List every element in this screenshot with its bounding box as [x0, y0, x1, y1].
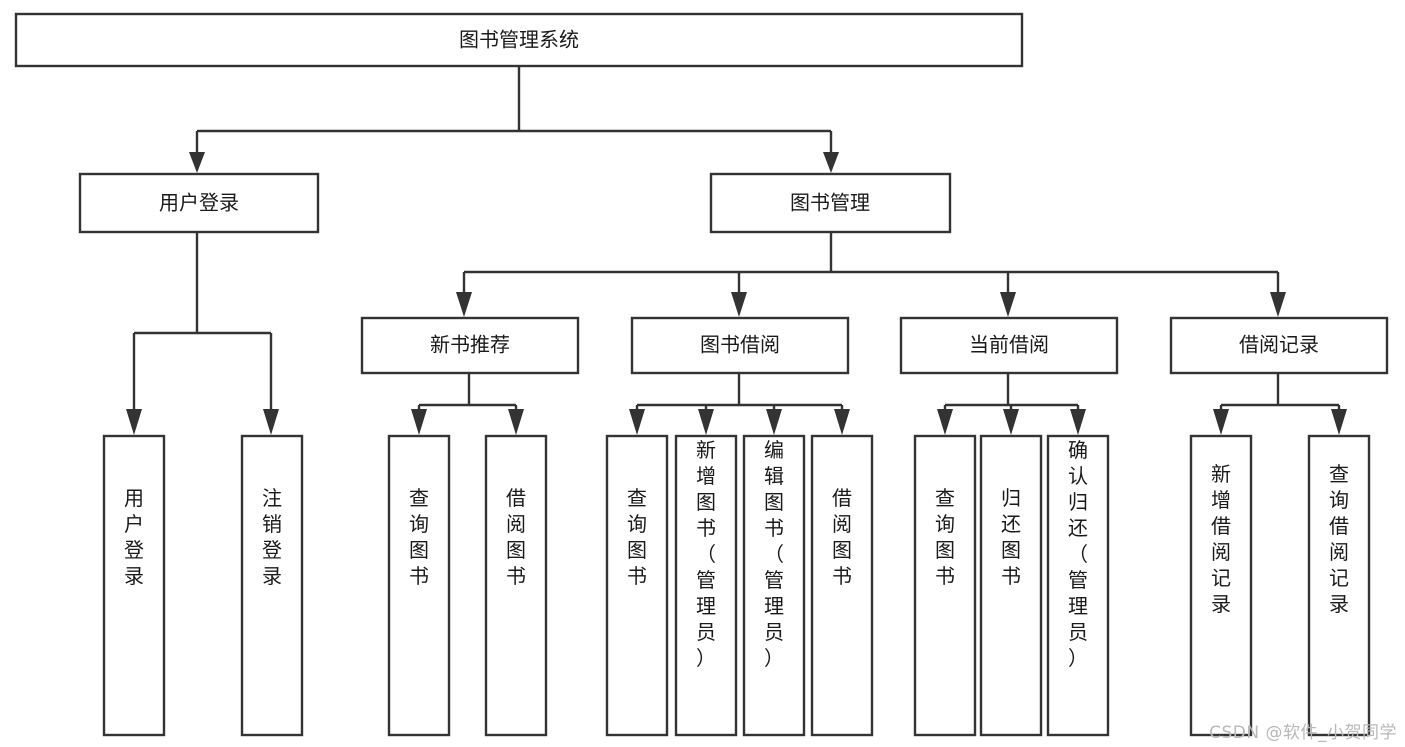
arrow-br-add-record	[1213, 409, 1229, 435]
node-book-borrow-label: 图书借阅	[700, 333, 780, 357]
leaf-bb-query-book-label: 查询图书	[627, 486, 647, 588]
node-user-login[interactable]: 用户登录	[78, 172, 320, 234]
arrow-br-query-record	[1331, 409, 1347, 435]
leaf-logout-login-label: 注销登录	[262, 486, 282, 588]
node-user-login-box[interactable]	[78, 172, 320, 234]
arrow-cb-query-book	[937, 409, 953, 435]
leaf-user-login-box[interactable]	[102, 434, 166, 737]
node-borrow-record-box[interactable]	[1169, 316, 1389, 375]
leaf-br-query-record-box[interactable]	[1307, 434, 1371, 737]
arrow-bb-add-book	[698, 409, 714, 435]
leaf-bb-add-book-box[interactable]	[674, 434, 738, 737]
leaf-bb-edit-book-label: 编辑图书（管理员）	[764, 438, 784, 670]
node-root-box[interactable]	[14, 12, 1024, 68]
node-root-label: 图书管理系统	[459, 28, 579, 52]
leaf-user-login-label: 用户登录	[124, 486, 144, 588]
arrow-bb-borrow-book	[834, 409, 850, 435]
arrow-to-user-login	[189, 152, 205, 173]
node-book-borrow-box[interactable]	[630, 316, 850, 375]
leaf-nb-query-book-box[interactable]	[387, 434, 451, 737]
arrow-to-user-login-leaf	[126, 409, 142, 435]
arrow-bb-edit-book	[766, 409, 782, 435]
leaf-bb-borrow-book[interactable]: 借阅图书	[810, 434, 874, 737]
node-borrow-record[interactable]: 借阅记录	[1169, 316, 1389, 375]
leaf-bb-add-book[interactable]: 新增图书（管理员）	[674, 434, 738, 737]
node-book-management[interactable]: 图书管理	[709, 172, 952, 234]
leaf-nb-query-book-label: 查询图书	[409, 486, 429, 588]
leaf-cb-confirm-return-box[interactable]	[1046, 434, 1110, 737]
leaf-nb-query-book[interactable]: 查询图书	[387, 434, 451, 737]
node-book-management-box[interactable]	[709, 172, 952, 234]
leaf-bb-query-book[interactable]: 查询图书	[605, 434, 669, 737]
arrow-to-logout-leaf	[263, 409, 279, 435]
leaf-cb-return-book[interactable]: 归还图书	[979, 434, 1043, 737]
node-new-book-recommend-box[interactable]	[360, 316, 580, 375]
csdn-watermark: CSDN @软件_小贺同学	[1209, 723, 1397, 743]
leaf-nb-borrow-book[interactable]: 借阅图书	[484, 434, 548, 737]
leaf-nb-borrow-book-box[interactable]	[484, 434, 548, 737]
node-book-borrow[interactable]: 图书借阅	[630, 316, 850, 375]
node-new-book-recommend-label: 新书推荐	[430, 333, 510, 357]
leaf-br-add-record[interactable]: 新增借阅记录	[1189, 434, 1253, 737]
node-user-login-label: 用户登录	[159, 191, 239, 215]
leaf-cb-query-book-box[interactable]	[913, 434, 977, 737]
arrow-bb-query-book	[629, 409, 645, 435]
node-current-borrow-label: 当前借阅	[969, 333, 1049, 357]
node-root[interactable]: 图书管理系统	[14, 12, 1024, 68]
arrow-to-current-borrow	[1000, 292, 1016, 317]
arrow-cb-return-book	[1003, 409, 1019, 435]
arrow-to-book-borrow	[731, 292, 747, 317]
arrow-nb-query-book	[411, 409, 427, 435]
leaf-bb-edit-book[interactable]: 编辑图书（管理员）	[742, 434, 806, 737]
leaf-logout-login[interactable]: 注销登录	[240, 434, 304, 737]
leaf-cb-query-book-label: 查询图书	[935, 486, 955, 588]
leaf-cb-return-book-box[interactable]	[979, 434, 1043, 737]
arrow-nb-borrow-book	[508, 409, 524, 435]
arrow-to-book-management	[823, 152, 839, 173]
arrow-to-borrow-record	[1270, 292, 1286, 317]
leaf-bb-query-book-box[interactable]	[605, 434, 669, 737]
leaf-user-login[interactable]: 用户登录	[102, 434, 166, 737]
node-new-book-recommend[interactable]: 新书推荐	[360, 316, 580, 375]
arrow-cb-confirm-return	[1070, 409, 1086, 435]
leaf-br-add-record-box[interactable]	[1189, 434, 1253, 737]
leaf-br-query-record[interactable]: 查询借阅记录	[1307, 434, 1371, 737]
node-book-management-label: 图书管理	[790, 191, 870, 215]
leaf-br-add-record-label: 新增借阅记录	[1211, 462, 1231, 616]
connectors	[126, 66, 1347, 435]
leaf-cb-confirm-return[interactable]: 确认归还（管理员）	[1046, 434, 1110, 737]
node-borrow-record-label: 借阅记录	[1239, 333, 1319, 357]
node-current-borrow-box[interactable]	[899, 316, 1119, 375]
node-current-borrow[interactable]: 当前借阅	[899, 316, 1119, 375]
leaf-bb-edit-book-box[interactable]	[742, 434, 806, 737]
leaf-logout-login-box[interactable]	[240, 434, 304, 737]
leaf-bb-add-book-label: 新增图书（管理员）	[696, 438, 716, 670]
leaf-nb-borrow-book-label: 借阅图书	[506, 486, 526, 588]
leaf-bb-borrow-book-label: 借阅图书	[832, 486, 852, 588]
leaf-cb-query-book[interactable]: 查询图书	[913, 434, 977, 737]
leaf-cb-return-book-label: 归还图书	[1001, 486, 1021, 588]
leaf-bb-borrow-book-box[interactable]	[810, 434, 874, 737]
leaf-cb-confirm-return-label: 确认归还（管理员）	[1068, 438, 1088, 670]
arrow-to-new-book	[456, 292, 472, 317]
leaf-br-query-record-label: 查询借阅记录	[1329, 462, 1349, 616]
